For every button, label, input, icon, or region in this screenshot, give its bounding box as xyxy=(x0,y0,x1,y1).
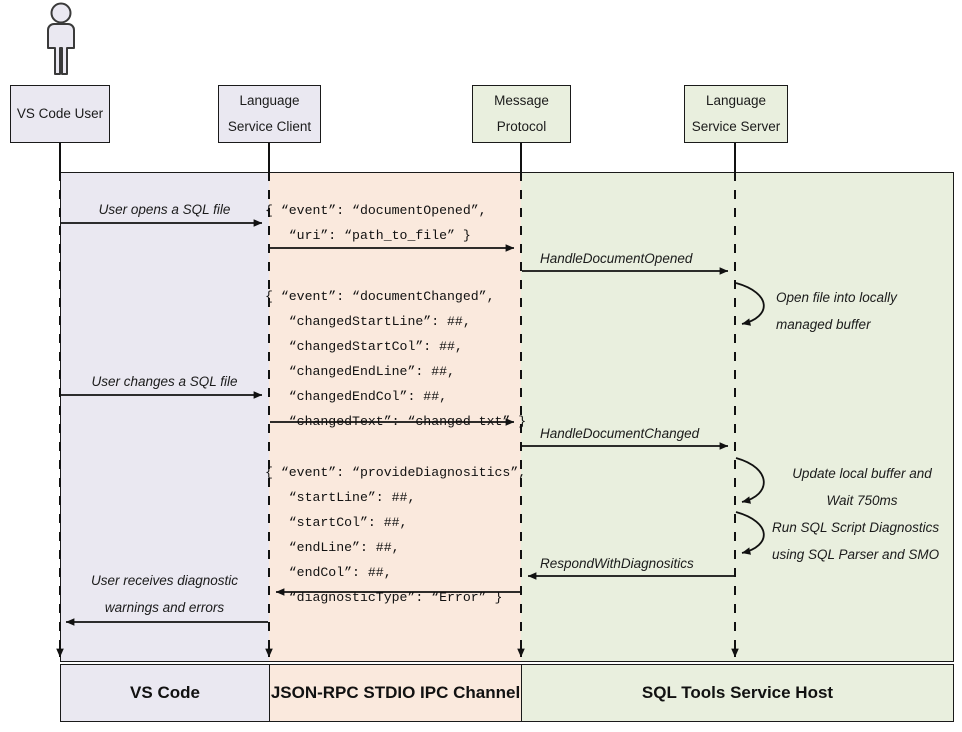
participant-label-line1: Language xyxy=(705,93,767,109)
note-line2: managed buffer xyxy=(776,317,871,332)
label-handle-document-opened: HandleDocumentOpened xyxy=(540,251,693,266)
payload-provide-diagnositics: { “event”: “provideDiagnositics”, “start… xyxy=(265,465,527,605)
note-line1: Open file into locally xyxy=(776,290,897,305)
note-update-buffer-wait: Update local buffer and Wait 750ms xyxy=(772,460,952,514)
label-handle-document-changed: HandleDocumentChanged xyxy=(540,426,700,441)
lane-footer-label: SQL Tools Service Host xyxy=(641,683,834,702)
note-line1: Update local buffer and xyxy=(792,466,932,481)
lane-footer-sqltools: SQL Tools Service Host xyxy=(521,664,954,722)
payload-document-changed: { “event”: “documentChanged”, “changedSt… xyxy=(265,289,527,429)
lane-footer-label: VS Code xyxy=(130,683,200,702)
participant-label-line2: Service Server xyxy=(691,119,781,134)
participant-label-line2: Protocol xyxy=(496,119,547,134)
note-run-sql-script-diagnostics: Run SQL Script Diagnostics using SQL Par… xyxy=(772,514,939,568)
label-line2: warnings and errors xyxy=(104,600,225,615)
participant-label-line1: Message xyxy=(494,93,549,109)
lane-footer-jsonrpc: JSON-RPC STDIO IPC Channel xyxy=(269,664,522,722)
lane-background-sqltools xyxy=(521,172,954,662)
note-line2: using SQL Parser and SMO xyxy=(772,547,940,562)
note-line1: Run SQL Script Diagnostics xyxy=(772,520,940,535)
note-open-file-into-buffer: Open file into locally managed buffer xyxy=(776,284,897,338)
participant-language-service-client[interactable]: Language Service Client xyxy=(218,85,321,143)
label-user-changes-sql-file: User changes a SQL file xyxy=(91,374,238,389)
actor-figure xyxy=(38,2,84,76)
label-user-receives-diagnostics: User receives diagnostic warnings and er… xyxy=(60,567,269,621)
participant-language-service-server[interactable]: Language Service Server xyxy=(684,85,788,143)
lane-footer-label: JSON-RPC STDIO IPC Channel xyxy=(270,683,521,702)
payload-document-opened: { “event”: “documentOpened”, “uri”: “pat… xyxy=(265,203,487,243)
participant-label-line1: Language xyxy=(239,93,300,109)
label-user-opens-sql-file: User opens a SQL file xyxy=(98,202,231,217)
participant-label-line1: VS Code User xyxy=(16,106,104,122)
lane-background-jsonrpc xyxy=(269,172,522,662)
label-line1: User receives diagnostic xyxy=(90,573,239,588)
lane-footer-vscode: VS Code xyxy=(60,664,270,722)
note-line2: Wait 750ms xyxy=(826,493,898,508)
label-respond-with-diagnositics: RespondWithDiagnositics xyxy=(540,556,694,571)
participant-message-protocol[interactable]: Message Protocol xyxy=(472,85,571,143)
participant-vs-code-user[interactable]: VS Code User xyxy=(10,85,110,143)
lane-background-vscode xyxy=(60,172,270,662)
participant-label-line2: Service Client xyxy=(227,119,312,134)
